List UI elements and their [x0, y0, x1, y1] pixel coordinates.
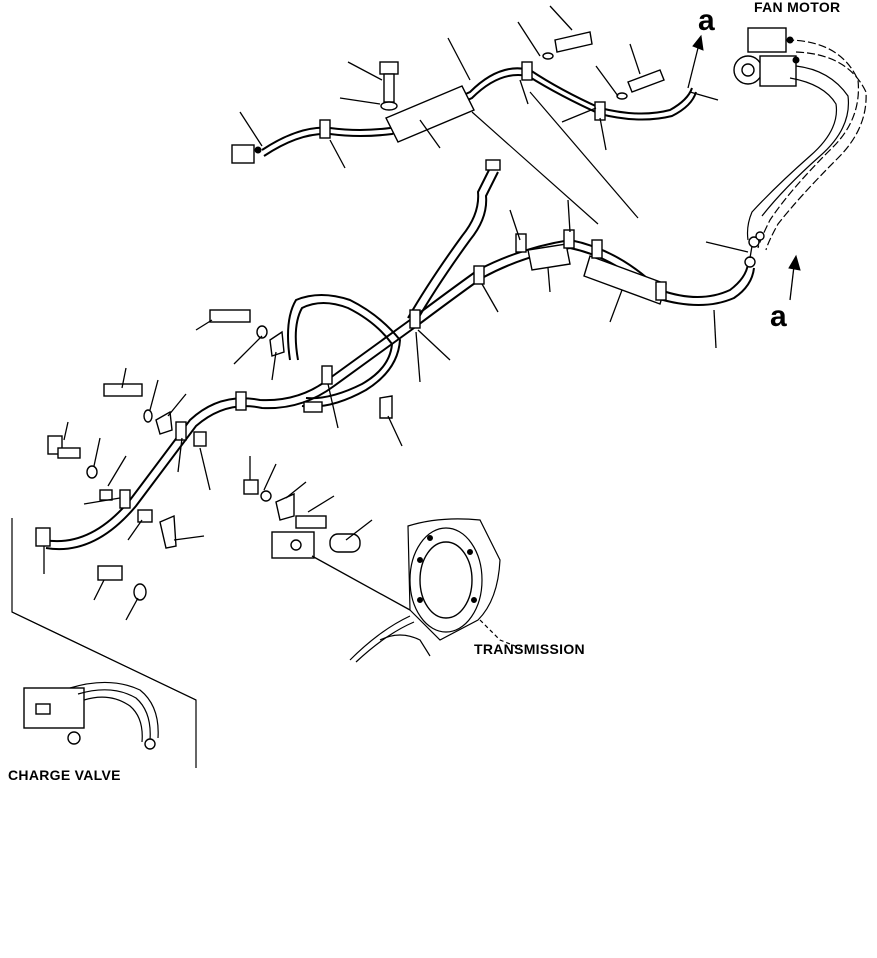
- protective-sleeve-mid-1: [527, 243, 571, 271]
- charge-valve-body: [23, 687, 85, 729]
- bolt-top-right: [554, 31, 593, 53]
- bolt-head-top: [379, 61, 399, 75]
- clamp-top-2: [521, 61, 533, 81]
- transmission: [349, 518, 521, 663]
- clamp-top-3: [594, 101, 606, 121]
- seal-block: [329, 533, 361, 553]
- fan-motor: [733, 27, 867, 251]
- middle-hose-assembly: [35, 159, 801, 621]
- bolt-top-mid: [627, 69, 665, 93]
- bolt-mid-1: [209, 309, 251, 323]
- transmission-label: TRANSMISSION: [474, 641, 585, 657]
- ref-a-top-label: a: [698, 4, 715, 37]
- protective-sleeve-mid-2: [583, 255, 667, 305]
- end-fitting-left: [231, 144, 255, 164]
- upper-hose-assembly: [231, 5, 719, 225]
- fan-motor-body: [747, 27, 787, 53]
- protective-sleeve-top: [385, 85, 475, 143]
- hose-end-up: [485, 159, 501, 171]
- washer-top: [380, 101, 398, 111]
- charge-valve: [11, 518, 197, 768]
- clamp-top-1: [319, 119, 331, 139]
- fan-motor-label: FAN MOTOR: [754, 0, 841, 15]
- end-fitting-lower-left: [35, 527, 51, 547]
- ref-a-right-label: a: [770, 300, 787, 333]
- charge-valve-label: CHARGE VALVE: [8, 767, 121, 783]
